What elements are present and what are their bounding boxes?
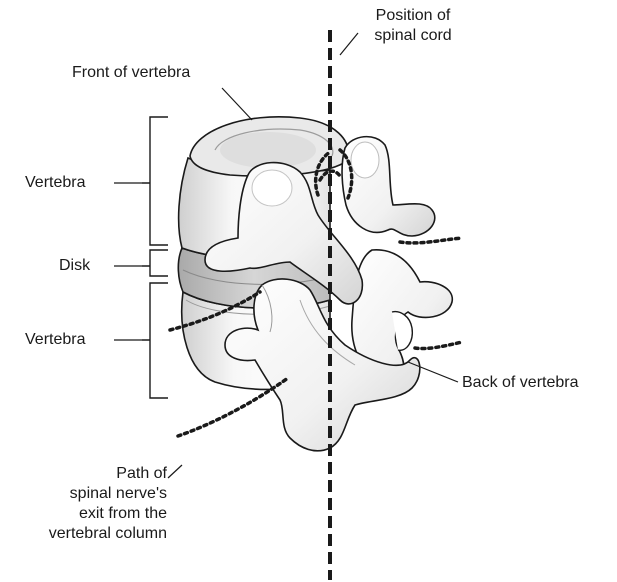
nerve-path-upper-right (400, 238, 462, 243)
vertebra-upper-bracket (142, 117, 168, 245)
label-line: spinal cord (347, 26, 479, 46)
disk-bracket (142, 250, 168, 276)
position-of-spinal-cord-label: Position of spinal cord (347, 6, 479, 46)
label-line: exit from the (0, 504, 167, 524)
label-line: Path of (0, 464, 167, 484)
label-line: spinal nerve's (0, 484, 167, 504)
nerve-path-leader (168, 465, 182, 478)
vertebra-lower-bracket (142, 283, 168, 398)
vertebra-lower-label: Vertebra (25, 330, 85, 350)
back-of-vertebra-label: Back of vertebra (462, 373, 579, 393)
front-of-vertebra-leader (222, 88, 252, 120)
label-line: Position of (347, 6, 479, 26)
front-of-vertebra-label: Front of vertebra (72, 63, 190, 83)
nerve-path-lower-right (415, 342, 462, 349)
disk-label: Disk (59, 256, 90, 276)
label-line: vertebral column (0, 524, 167, 544)
path-of-nerve-label: Path of spinal nerve's exit from the ver… (0, 464, 167, 544)
upper-right-processes (342, 137, 435, 236)
vertebra-upper-label: Vertebra (25, 173, 85, 193)
